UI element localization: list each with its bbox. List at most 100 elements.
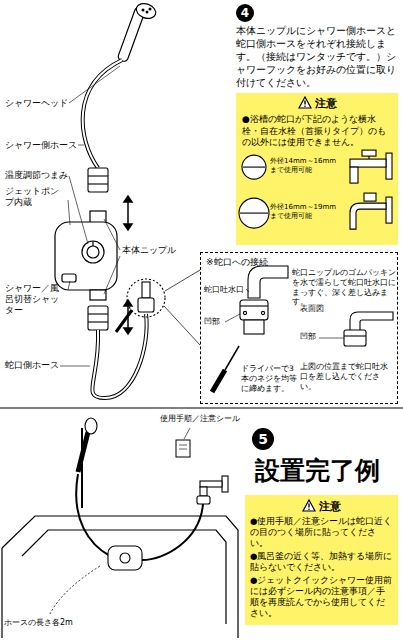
hose-coupler <box>88 313 108 314</box>
leader-line <box>225 314 240 322</box>
caution-text: ●使用手順／注意シールは蛇口近くの目のつく場所に貼ってください。 <box>250 516 393 549</box>
part-name: シャワー／風呂切替シャッター <box>5 283 67 316</box>
surface-view <box>344 312 393 346</box>
caution-text: ●浴槽の蛇口が下記のような横水栓・自在水栓（首振りタイプ）のもの以外には使用でき… <box>242 114 392 149</box>
part-name: ジェットポンプ内蔵 <box>5 186 67 208</box>
step-instruction: 本体ニップルにシャワー側ホースと蛇口側ホースをそれぞれ接続します。（接続はワンタ… <box>236 24 398 89</box>
warning-icon <box>298 96 312 109</box>
faucet-nipple-detail <box>142 282 150 298</box>
faucet-spout <box>244 320 264 334</box>
bathtub <box>2 516 238 638</box>
leader-line <box>319 338 344 339</box>
faucet-spout <box>240 300 268 320</box>
warning-dot <box>308 509 310 511</box>
horizontal-faucet <box>243 167 265 168</box>
panel-heading: ※蛇口への接続 <box>206 256 392 269</box>
hose-coupler <box>88 306 108 330</box>
step-number-text: 5 <box>258 432 268 446</box>
sticker <box>176 428 190 457</box>
pump-body <box>55 222 117 290</box>
warning-mark <box>308 504 309 508</box>
horizontal-faucet <box>242 150 392 183</box>
sticker <box>179 449 187 450</box>
dimension-label: ホースの長さ各2m <box>4 618 88 628</box>
hose-coupler <box>88 168 108 192</box>
pump-body <box>90 290 106 300</box>
bathtub <box>1 548 2 638</box>
installed-faucet <box>197 496 210 504</box>
pump-body <box>82 241 104 263</box>
swivel-faucet <box>364 193 376 201</box>
installed-pump <box>108 546 142 570</box>
installed-pump <box>120 553 130 563</box>
pump-body <box>55 211 117 300</box>
shower-hose <box>83 60 122 168</box>
faucet-spout <box>240 305 268 306</box>
caution-text: ●ジェットクイックシャワー使用前には必ずシール内の注意事項／手順を再度読んでから… <box>250 575 393 619</box>
part-name: 凹部 <box>204 317 226 327</box>
installed-faucet <box>200 481 222 487</box>
leader-line <box>60 66 120 366</box>
part-name: 蛇口吐水口 <box>204 285 246 295</box>
part-name: 蛇口側ホース <box>5 360 61 371</box>
leader-line <box>78 145 84 146</box>
faucet-spout <box>248 266 288 298</box>
bathtub <box>2 516 238 638</box>
warning-dot <box>304 106 306 108</box>
slide-bar <box>78 432 88 472</box>
screwdriver <box>212 346 239 392</box>
faucet-nipple-detail <box>116 270 200 345</box>
warning-mark <box>304 101 305 105</box>
surface-view <box>350 312 393 332</box>
installed-pump <box>108 546 142 570</box>
part-name: 凹部 <box>300 332 318 342</box>
leader-line <box>104 256 120 294</box>
instruction-note: 上図の位置まで蛇口吐水口を差し込んでください。 <box>300 362 395 391</box>
part-name: シャワーヘッド <box>5 98 75 109</box>
faucet-nipple-detail <box>116 310 132 332</box>
sticker <box>176 440 190 457</box>
installed-faucet <box>200 487 207 496</box>
caution-box: 注意●浴槽の蛇口が下記のような横水栓・自在水栓（首振りタイプ）のもの以外には使用… <box>236 93 398 245</box>
slide-bar <box>85 418 97 434</box>
installed-faucet <box>197 476 228 504</box>
pump-body <box>90 211 106 223</box>
leader-line <box>246 289 249 292</box>
hose-coupler <box>88 321 108 322</box>
length-bracket <box>50 566 100 614</box>
horizontal-faucet <box>386 153 392 179</box>
swivel-faucet <box>239 198 269 228</box>
shower-head <box>117 1 158 62</box>
leader-line <box>104 219 120 250</box>
leader-line <box>69 176 88 244</box>
faucet-spout <box>243 311 246 314</box>
up-down-arrow <box>124 196 132 202</box>
swivel-faucet <box>240 213 268 214</box>
installed-hose <box>142 504 203 560</box>
pump-body <box>87 246 99 258</box>
caution-box: 注意●使用手順／注意シールは蛇口近くの目のつく場所に貼ってください。●風呂釜の近… <box>245 495 398 625</box>
faucet-nipple-detail <box>165 270 200 291</box>
dimension-label: 外径14mm～16mm まで使用可能 <box>270 157 342 175</box>
horizontal-faucet <box>350 167 358 183</box>
slide-bar <box>78 418 97 508</box>
pump-body <box>62 274 76 282</box>
step-number: 4 <box>236 4 254 22</box>
horizontal-faucet <box>362 150 376 156</box>
warning-icon <box>302 499 316 512</box>
warning-triangle <box>303 500 315 511</box>
shower-hose <box>83 60 122 168</box>
hose-coupler <box>88 175 108 176</box>
horizontal-faucet <box>368 156 369 159</box>
shower-hose <box>83 60 122 168</box>
leader-line <box>68 200 70 225</box>
swivel-faucet <box>239 193 392 229</box>
dimension-label: 外径16mm～19mm まで使用可能 <box>270 203 342 221</box>
installed-faucet <box>222 476 228 492</box>
instruction-note: ドライバーで3本のネジを均等に締めます。 <box>241 364 299 393</box>
shower-head <box>146 11 148 13</box>
shower-head <box>134 1 158 21</box>
warning-triangle <box>299 97 311 108</box>
section-heading: 設置完了例 <box>255 455 398 488</box>
